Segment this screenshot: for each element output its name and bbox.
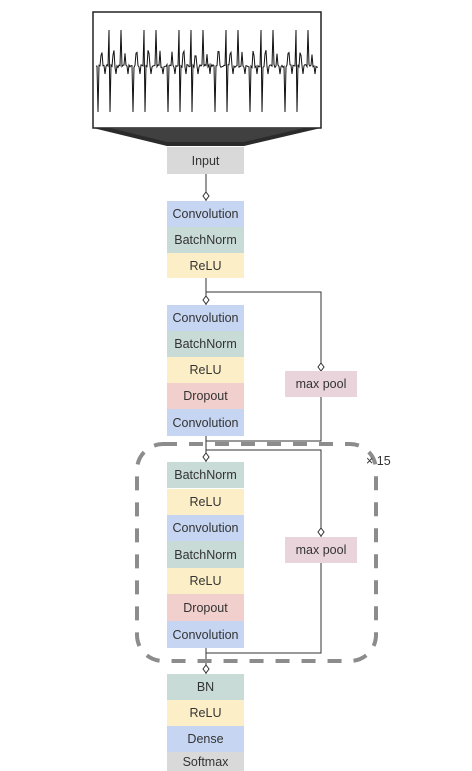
block-label: ReLU xyxy=(189,363,222,377)
input-funnel-shade xyxy=(110,128,304,142)
rep-convolution-2-block: Convolution xyxy=(167,621,244,648)
res1-dropout-block: Dropout xyxy=(167,383,244,409)
head-bn-block: BN xyxy=(167,674,244,700)
block-label: ReLU xyxy=(189,574,222,588)
rep-dropout-block: Dropout xyxy=(167,594,244,621)
rep-batchnorm-2-block: BatchNorm xyxy=(167,541,244,568)
res1-convolution-2-block: Convolution xyxy=(167,409,244,436)
block-label: Dropout xyxy=(183,389,228,403)
block-label: ReLU xyxy=(189,258,222,273)
stem-batchnorm-block: BatchNorm xyxy=(167,227,244,253)
block-label: ReLU xyxy=(189,706,222,720)
block-label: Dropout xyxy=(183,600,228,615)
rep-max-pool-block: max pool xyxy=(285,537,357,563)
rep-relu-2-block: ReLU xyxy=(167,568,244,594)
res1-convolution-block: Convolution xyxy=(167,305,244,331)
block-label: Convolution xyxy=(172,207,239,221)
block-label: Convolution xyxy=(172,415,239,430)
block-label: BN xyxy=(196,680,215,694)
block-label: BatchNorm xyxy=(174,337,237,351)
block-label: Softmax xyxy=(182,754,229,769)
rep-relu-block: ReLU xyxy=(167,489,244,515)
block-label: ReLU xyxy=(189,495,222,509)
stem-convolution-block: Convolution xyxy=(167,201,244,227)
pool-label: max pool xyxy=(295,377,347,391)
block-label: Convolution xyxy=(172,627,239,642)
pool-label: max pool xyxy=(295,543,347,557)
junction-markers xyxy=(202,191,325,674)
ecg-signal-box xyxy=(92,11,322,129)
repeat-count-label: × 15 xyxy=(366,454,391,468)
block-label: BatchNorm xyxy=(174,547,237,562)
rep-batchnorm-block: BatchNorm xyxy=(167,462,244,488)
block-label: BatchNorm xyxy=(174,233,237,247)
block-label: Convolution xyxy=(172,521,239,535)
rep-convolution-block: Convolution xyxy=(167,515,244,541)
head-dense-block: Dense xyxy=(167,726,244,752)
input-label: Input xyxy=(191,153,220,168)
input-block: Input xyxy=(167,147,244,174)
head-relu-block: ReLU xyxy=(167,700,244,726)
block-label: Convolution xyxy=(172,311,239,325)
res1-relu-block: ReLU xyxy=(167,357,244,383)
res1-batchnorm-block: BatchNorm xyxy=(167,331,244,357)
block-label: Dense xyxy=(187,732,224,746)
head-softmax-block: Softmax xyxy=(167,752,244,771)
stem-relu-block: ReLU xyxy=(167,253,244,278)
res1-max-pool-block: max pool xyxy=(285,371,357,397)
ecg-waveform xyxy=(95,29,319,113)
repeat-dashed-box xyxy=(135,442,378,663)
block-label: BatchNorm xyxy=(174,468,237,482)
